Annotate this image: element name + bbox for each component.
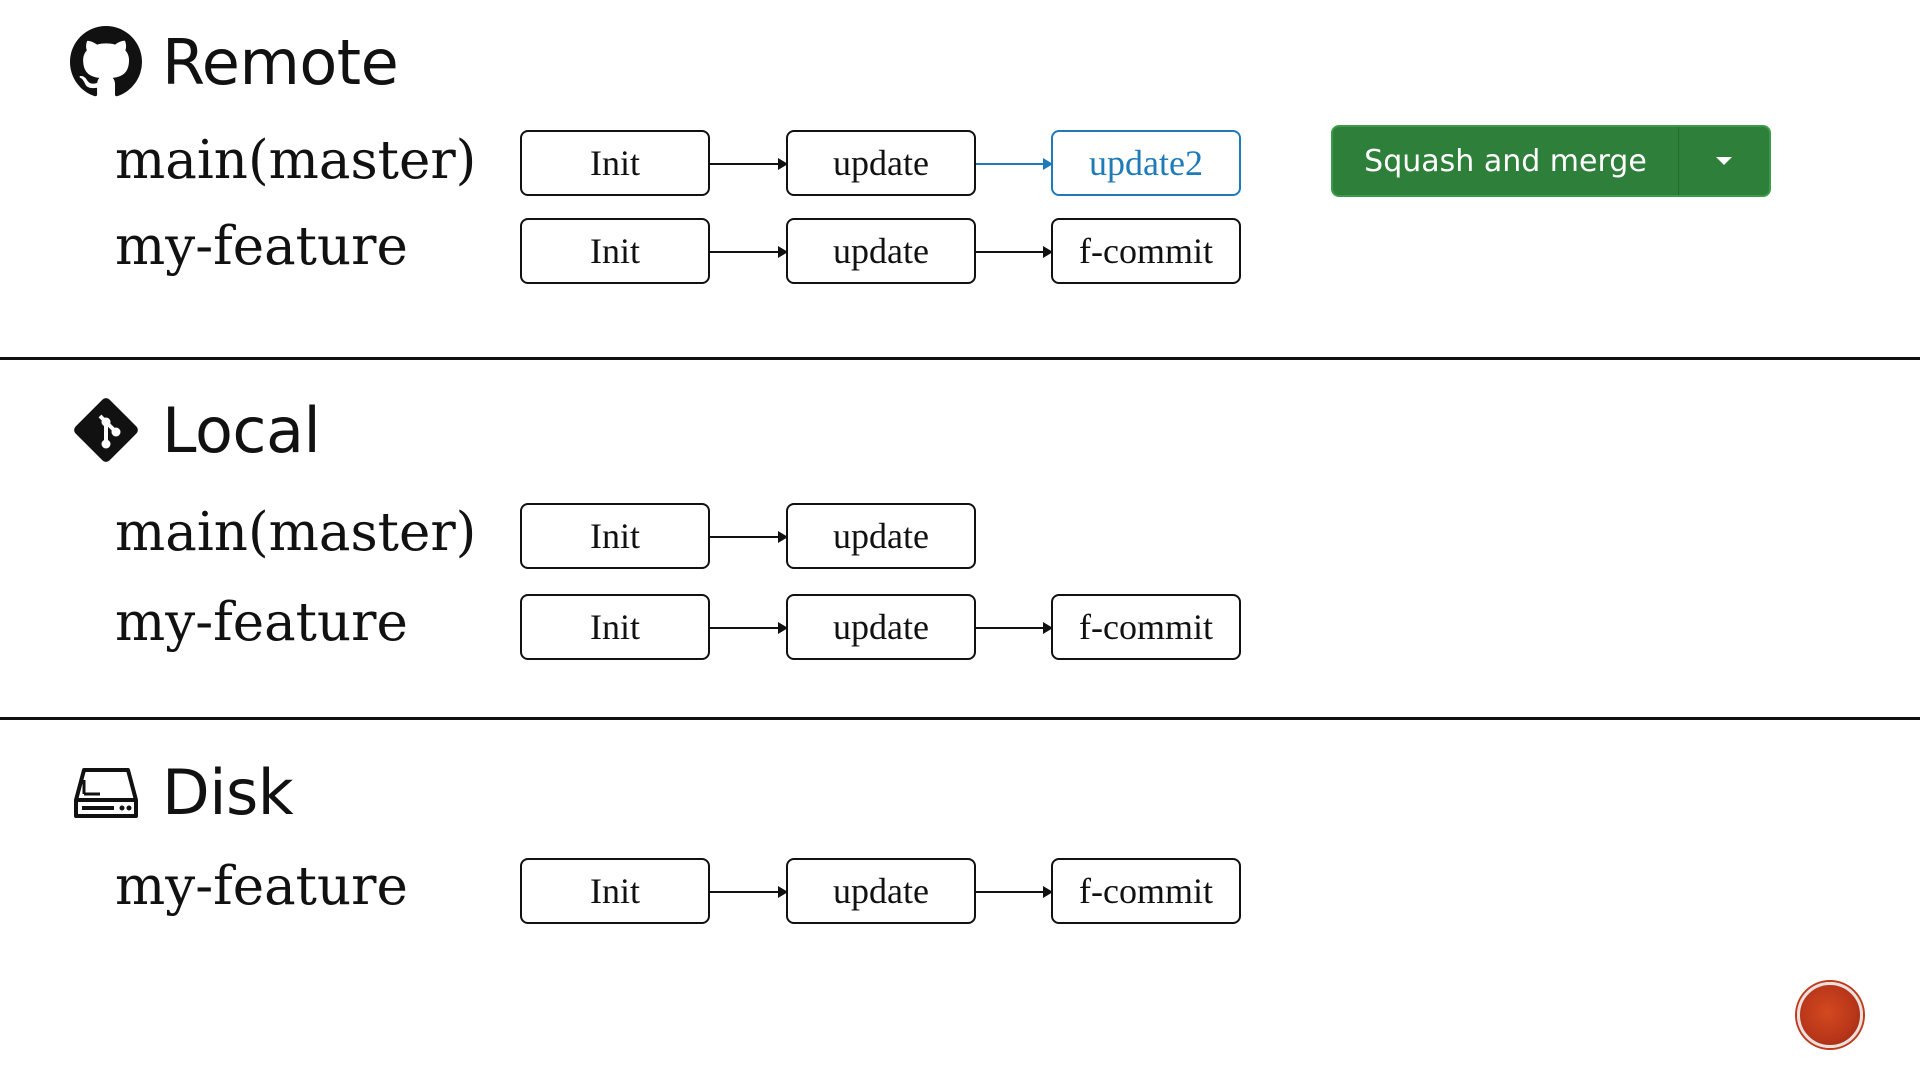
remote-title: Remote [162, 25, 399, 99]
squash-and-merge-label: Squash and merge [1364, 143, 1647, 179]
local-header: Local [70, 390, 321, 470]
disk-feature-label: my-feature [115, 856, 408, 917]
remote-feature-label: my-feature [115, 216, 408, 277]
remote-main-arrow-1 [710, 158, 788, 170]
disk-feature-commit-3: f-commit [1051, 858, 1241, 924]
hard-drive-icon [70, 756, 142, 828]
local-feature-label: my-feature [115, 592, 408, 653]
remote-feature-arrow-1 [710, 246, 788, 258]
caret-down-icon[interactable] [1679, 127, 1769, 195]
git-icon [70, 394, 142, 466]
remote-main-label: main(master) [115, 130, 477, 191]
local-feature-arrow-2 [976, 622, 1053, 634]
local-feature-arrow-1 [710, 622, 788, 634]
remote-feature-arrow-2 [976, 246, 1053, 258]
merge-button-separator [1678, 127, 1679, 195]
local-feature-commit-3: f-commit [1051, 594, 1241, 660]
remote-feature-commit-2: update [786, 218, 976, 284]
disk-feature-commit-2: update [786, 858, 976, 924]
local-main-label: main(master) [115, 502, 477, 563]
local-main-commit-2: update [786, 503, 976, 569]
local-feature-commit-1: Init [520, 594, 710, 660]
remote-main-commit-2: update [786, 130, 976, 196]
disk-feature-commit-1: Init [520, 858, 710, 924]
remote-feature-commit-3: f-commit [1051, 218, 1241, 284]
local-title: Local [162, 393, 321, 467]
disk-title: Disk [162, 755, 294, 829]
disk-feature-arrow-1 [710, 886, 788, 898]
remote-feature-commit-1: Init [520, 218, 710, 284]
divider-local-disk [0, 717, 1920, 720]
disk-header: Disk [70, 752, 294, 832]
local-main-commit-1: Init [520, 503, 710, 569]
remote-main-commit-1: Init [520, 130, 710, 196]
local-feature-commit-2: update [786, 594, 976, 660]
remote-main-arrow-2 [976, 158, 1053, 170]
divider-remote-local [0, 357, 1920, 360]
local-main-arrow-1 [710, 531, 788, 543]
squash-and-merge-button[interactable]: Squash and merge [1331, 125, 1771, 197]
github-icon [70, 26, 142, 98]
remote-header: Remote [70, 22, 399, 102]
disk-feature-arrow-2 [976, 886, 1053, 898]
remote-main-commit-3: update2 [1051, 130, 1241, 196]
record-indicator-icon[interactable] [1797, 982, 1863, 1048]
